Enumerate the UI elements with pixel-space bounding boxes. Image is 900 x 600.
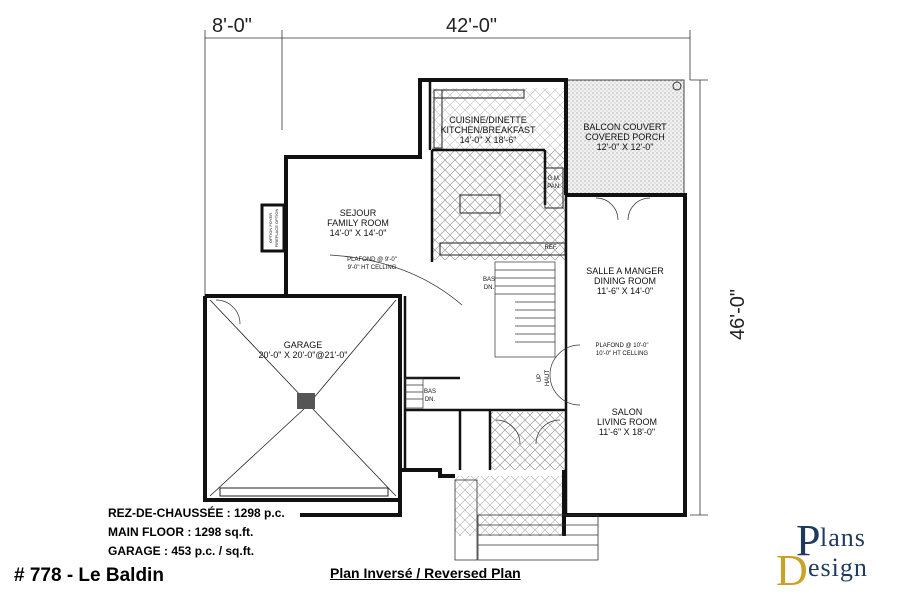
covered-porch-area bbox=[565, 79, 685, 197]
dn-label-2: DN. bbox=[425, 397, 436, 403]
dining-size: 11'-6" X 14'-0" bbox=[597, 286, 653, 296]
dining-ceiling-fr: PLAFOND @ 10'-0" bbox=[595, 343, 648, 349]
family-name-en: FAMILY ROOM bbox=[327, 218, 389, 228]
dim-depth: 46'-0" bbox=[727, 289, 749, 340]
bas-label-2: BAS bbox=[424, 389, 436, 395]
garage-name: GARAGE bbox=[284, 340, 323, 350]
reversed-plan-caption: Plan Inversé / Reversed Plan bbox=[330, 565, 521, 581]
exterior-walls bbox=[203, 78, 687, 536]
dim-left-width: 8'-0" bbox=[212, 15, 252, 37]
stats-garage: GARAGE : 453 p.c. / sq.ft. bbox=[108, 544, 255, 558]
plan-number: # 778 - Le Baldin bbox=[14, 565, 164, 586]
family-name-fr: SEJOUR bbox=[340, 208, 377, 218]
foyer-floor bbox=[490, 412, 566, 470]
living-name-fr: SALON bbox=[612, 407, 643, 417]
garage-size: 20'-0" X 20'-0"@21'-0" bbox=[259, 350, 348, 360]
haut-label: HAUT bbox=[545, 370, 551, 387]
family-ceiling-en: 9'-0" HT CELLING bbox=[348, 265, 397, 271]
stairs bbox=[404, 261, 556, 409]
dining-name-en: DINING ROOM bbox=[594, 276, 656, 286]
stats-main-floor-en: MAIN FLOOR : 1298 sq.ft. bbox=[108, 525, 254, 539]
garage-post bbox=[297, 393, 315, 409]
logo-letter-d: D bbox=[776, 546, 808, 595]
fireplace-label-1: OPTION FOYER bbox=[268, 213, 273, 243]
stats-main-floor-fr: REZ-DE-CHAUSSÉE : 1298 p.c. bbox=[108, 506, 285, 520]
kitchen-name-fr: CUISINE/DINETTE bbox=[449, 115, 527, 125]
up-label: UP bbox=[537, 374, 543, 382]
dim-main-width: 42'-0" bbox=[446, 15, 497, 37]
front-steps bbox=[454, 479, 599, 561]
ref-label: REF. bbox=[544, 245, 557, 251]
dining-name-fr: SALLE A MANGER bbox=[586, 266, 664, 276]
family-ceiling-fr: PLAFOND @ 9'-0" bbox=[347, 257, 397, 263]
post-icon bbox=[672, 81, 682, 91]
kitchen-counters bbox=[433, 89, 566, 256]
door-swings bbox=[215, 197, 651, 445]
pantry-label-2: PAN. bbox=[547, 184, 561, 190]
kitchen-floor bbox=[432, 150, 566, 260]
kitchen-name-en: KITCHEN/BREAKFAST bbox=[440, 125, 536, 135]
dn-label-1: DN. bbox=[484, 285, 495, 291]
dining-ceiling-en: 10'-0" HT CELLING bbox=[596, 351, 649, 357]
kitchen-size: 14'-0" X 18'-6" bbox=[460, 135, 517, 145]
family-size: 14'-0" X 14'-0" bbox=[330, 228, 387, 238]
porch-name-en: COVERED PORCH bbox=[585, 132, 665, 142]
plans-design-logo: P lans D esign bbox=[770, 515, 895, 595]
living-name-en: LIVING ROOM bbox=[597, 417, 657, 427]
bas-label-1: BAS bbox=[483, 277, 495, 283]
pantry-label-1: G.M. bbox=[548, 176, 561, 182]
living-size: 11'-6" X 18'-0" bbox=[599, 427, 655, 437]
fireplace-option bbox=[260, 203, 286, 253]
porch-size: 12'-0" X 12'-0" bbox=[597, 142, 654, 152]
garage-roof-lines bbox=[209, 299, 397, 497]
logo-bottom-text: esign bbox=[808, 553, 868, 582]
logo-letter-p: P bbox=[796, 516, 821, 565]
logo-top-text: lans bbox=[820, 523, 866, 552]
porch-name-fr: BALCON COUVERT bbox=[583, 122, 667, 132]
fireplace-label-2: FIREPLACE OPTION bbox=[274, 209, 279, 248]
